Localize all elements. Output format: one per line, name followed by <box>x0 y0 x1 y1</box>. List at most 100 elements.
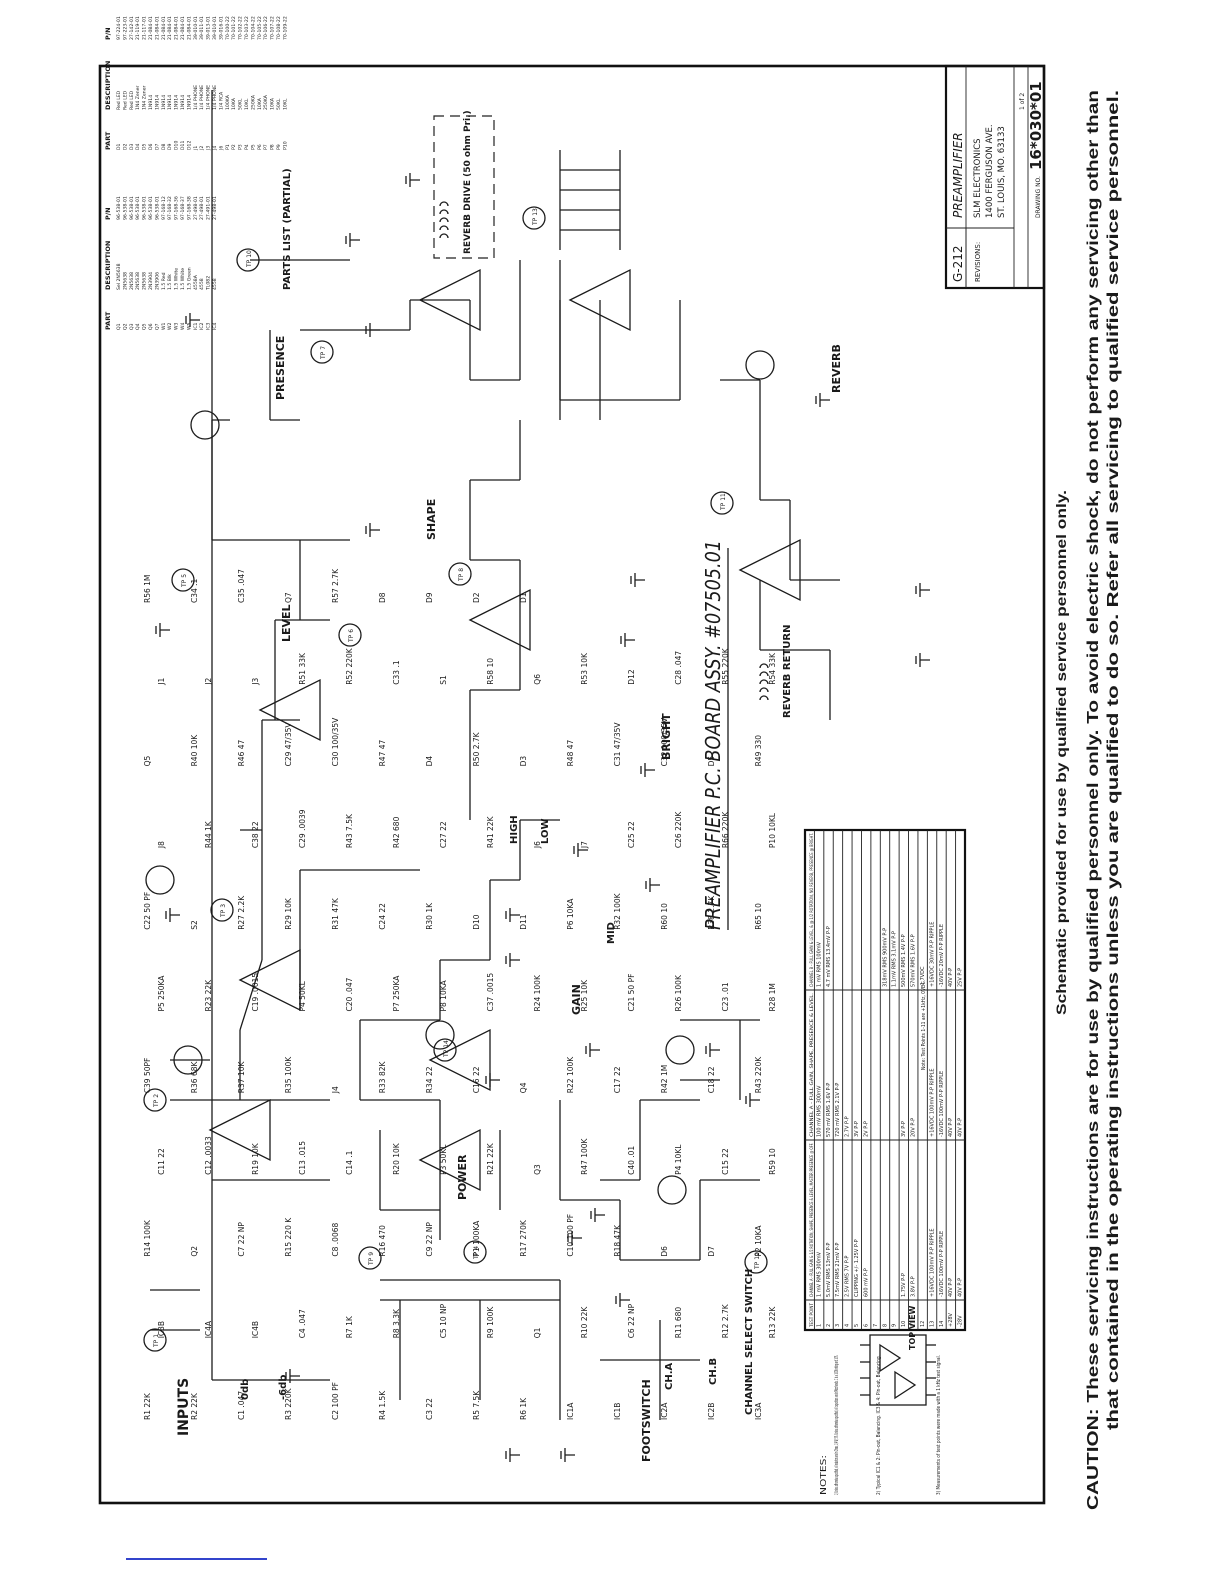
test-table-cell: 1.75V P-P <box>901 1273 907 1297</box>
test-point-label: TP 5 <box>181 574 188 588</box>
component-label: C21 50 PF <box>627 974 636 1012</box>
component-label: C20 .047 <box>345 977 354 1011</box>
component-label: P4 10KL <box>674 1144 683 1175</box>
test-table-cell: 1 <box>816 1324 822 1327</box>
component-label: R11 680 <box>674 1307 683 1339</box>
test-table-cell: +16VDC 100mV P-P RIPPLE <box>929 1068 935 1137</box>
parts-list-cell: 1/4 PHONE <box>199 85 205 110</box>
component-label: R30 1K <box>425 902 434 930</box>
parts-list-cell: P3 <box>238 144 244 150</box>
test-table-cell: 5 <box>854 1324 860 1327</box>
test-table-cell: -16VDC 20mV P-P RIPPLE <box>939 924 945 987</box>
component-label: R28 1M <box>768 983 777 1011</box>
test-point-marker <box>143 1328 167 1352</box>
component-label: R23 22K <box>204 979 213 1012</box>
parts-list-cell: 1.5 Red <box>161 272 167 290</box>
component-label: R52 220K <box>345 647 354 684</box>
component-label: P5 250KA <box>157 975 166 1012</box>
parts-list-cell: 70-100-22 <box>225 16 231 40</box>
parts-list-cell: 70-105-22 <box>257 16 263 40</box>
parts-list-cell: 96-538-01 <box>154 196 160 220</box>
parts-list-cell: 1.5 Green <box>186 267 192 290</box>
component-label: R10 22K <box>580 1306 589 1339</box>
parts-list-cell: 50KL <box>276 98 282 110</box>
parts-list-cell: W2 <box>167 322 173 330</box>
note-line: 2) Typical IC1 & 2: Pin-out, Balancing. … <box>876 1355 882 1495</box>
parts-list-cell: 1N914 <box>154 95 160 110</box>
component-label: R55 220K <box>721 647 730 684</box>
component-label: Q3 <box>533 1164 542 1175</box>
label-gain: GAIN <box>570 984 583 1015</box>
test-table-cell: 3V P-P <box>854 1121 860 1137</box>
component-label: IC4A <box>204 1320 213 1338</box>
test-table-cell: +28V <box>948 1312 954 1327</box>
test-table-cell: -28V <box>958 1315 964 1327</box>
ground-symbol <box>705 1043 720 1057</box>
ground-symbol <box>815 393 830 407</box>
component-label: C25 22 <box>627 821 636 848</box>
parts-list-header: DESCRIPTION <box>104 61 112 110</box>
test-point-marker <box>338 623 362 647</box>
board-label: PREAMPLIFIER P.C. BOARD ASSY. #07505.01 <box>701 540 725 930</box>
component-label: C17 22 <box>613 1066 622 1093</box>
caution-line-1: CAUTION: These servicing instructions ar… <box>1085 90 1102 1510</box>
op-amp-symbol <box>468 588 531 652</box>
test-point-marker <box>710 491 734 515</box>
test-table-cell: 7 <box>873 1324 879 1327</box>
test-points: TP 1TP 2TP 3TP 4TP 5TP 6TP 7TP 8TP 9TP 1… <box>143 206 768 1352</box>
title-address2: ST. LOUIS, MO. 63133 <box>997 126 1007 218</box>
label-in-m6db: -6db <box>278 1375 289 1400</box>
ic-top-view <box>860 1334 936 1406</box>
parts-list-cell: 96-538-01 <box>129 196 135 220</box>
title-company: SLM ELECTRONICS <box>973 138 983 218</box>
parts-list-cell: 50KL <box>238 98 244 110</box>
component-label: S2 <box>190 920 199 930</box>
component-label: R38 2.7K <box>707 895 716 930</box>
parts-list-cell: D12 <box>186 141 192 150</box>
parts-list-cell: 39-010-01 <box>212 16 218 40</box>
component-label: C24 22 <box>378 903 387 930</box>
test-table-cell: 5.0mV RMS 13mV P-P <box>826 1243 832 1297</box>
ground-symbol <box>567 1231 582 1245</box>
component-label: C30 100/35V <box>331 717 340 767</box>
component-label: R43 7.5K <box>345 813 354 848</box>
ground-symbol <box>345 233 360 247</box>
test-point-label: TP 11 <box>720 493 727 511</box>
component-label: C2 100 PF <box>331 1382 340 1420</box>
parts-list-cell: 250KA <box>250 94 256 110</box>
parts-list-cell: P4 <box>244 144 250 150</box>
test-table-cell: -16VDC 100mV P-P RIPPLE <box>939 1071 945 1137</box>
ground-symbol <box>405 173 420 187</box>
test-table-cell: 14 <box>939 1321 945 1327</box>
parts-list-cell: 1N914 <box>161 95 167 110</box>
test-point-label: TP 14 <box>443 1040 450 1058</box>
parts-list-cell: 2N5638 <box>135 272 141 290</box>
test-table-cell: 4.7 mV RMS 13.4mV P-P <box>826 926 832 987</box>
label-high: HIGH <box>509 815 520 844</box>
component-label: R53 10K <box>580 652 589 685</box>
parts-list-cell: W4 <box>180 322 186 330</box>
test-table-cell: 318mV RMS 900mV P-P <box>882 928 888 987</box>
parts-list-cell: IC1 <box>193 322 199 330</box>
parts-list-cell: 1/4 PHONE <box>212 85 218 110</box>
parts-list-cell: Red LED <box>122 90 128 110</box>
component-label: C26 220K <box>674 811 683 848</box>
parts-list-cell: D9 <box>167 143 173 150</box>
test-table-cell: +16VDC 100mV P-P RIPPLE <box>929 1228 935 1297</box>
parts-list-cell: D1 <box>116 143 122 150</box>
component-label: R34 22 <box>425 1066 434 1093</box>
component-label: C18 22 <box>707 1066 716 1093</box>
parts-list-cell: TL082 <box>206 276 212 291</box>
parts-list-cell: 1/4 PHONE <box>193 85 199 110</box>
transformer-coil <box>439 201 449 207</box>
wire-segment <box>239 959 263 1031</box>
test-point-marker <box>522 206 546 230</box>
ground-symbol <box>585 1043 600 1057</box>
component-label: D12 <box>627 669 636 685</box>
parts-list-cell: 21-084-01 <box>174 16 180 40</box>
parts-list-cell: 2N3906 <box>154 272 160 290</box>
parts-list-header: P/N <box>104 207 112 220</box>
transformer-coil <box>759 695 769 701</box>
